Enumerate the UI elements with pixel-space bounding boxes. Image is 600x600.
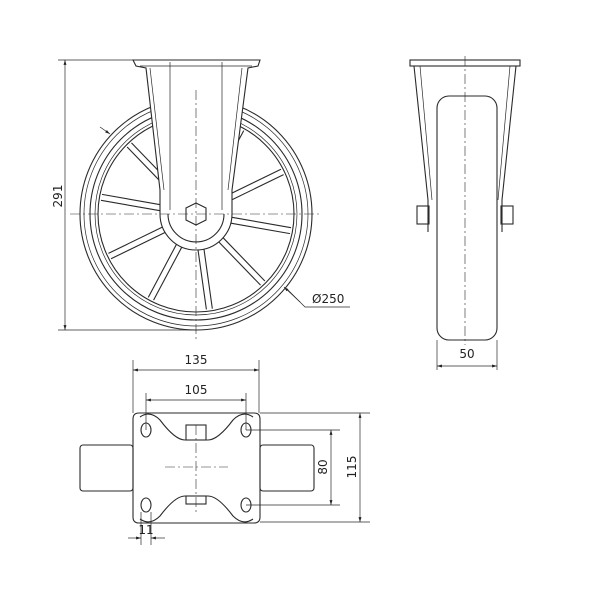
plate-length-label: 115 bbox=[345, 456, 359, 479]
front-view: 291 Ø250 bbox=[51, 59, 350, 340]
spoke-line bbox=[218, 241, 261, 286]
spoke-line bbox=[230, 222, 291, 235]
spoke-line bbox=[197, 249, 207, 310]
wheel-width-label: 50 bbox=[459, 347, 474, 361]
top-view: 135 105 80 115 11 bbox=[79, 353, 370, 545]
right-nut bbox=[500, 205, 514, 225]
wheel-diameter-label: Ø250 bbox=[312, 292, 344, 306]
spoke-line bbox=[100, 199, 161, 212]
overall-height-label: 291 bbox=[51, 185, 65, 208]
spoke-line bbox=[231, 216, 292, 229]
dimension-wheel-diameter: Ø250 bbox=[99, 126, 350, 308]
plate-width-label: 135 bbox=[185, 353, 208, 367]
spoke-line bbox=[110, 231, 166, 260]
spoke-line bbox=[147, 244, 177, 298]
dimension-overall-height: 291 bbox=[51, 59, 196, 331]
spoke-line bbox=[222, 237, 266, 282]
spoke-line bbox=[203, 249, 213, 309]
left-nut bbox=[416, 205, 430, 225]
fork bbox=[132, 59, 261, 251]
spoke-line bbox=[229, 174, 284, 202]
spoke-line bbox=[226, 168, 282, 197]
hole-diameter-label: 11 bbox=[138, 523, 153, 537]
hole-spacing-y-label: 80 bbox=[316, 459, 330, 474]
spoke-line bbox=[108, 226, 163, 254]
spoke-line bbox=[101, 193, 162, 206]
spoke-line bbox=[153, 246, 183, 301]
side-view: 50 bbox=[409, 56, 521, 370]
hole-spacing-x-label: 105 bbox=[185, 383, 208, 397]
wheel-tyre bbox=[436, 95, 498, 341]
